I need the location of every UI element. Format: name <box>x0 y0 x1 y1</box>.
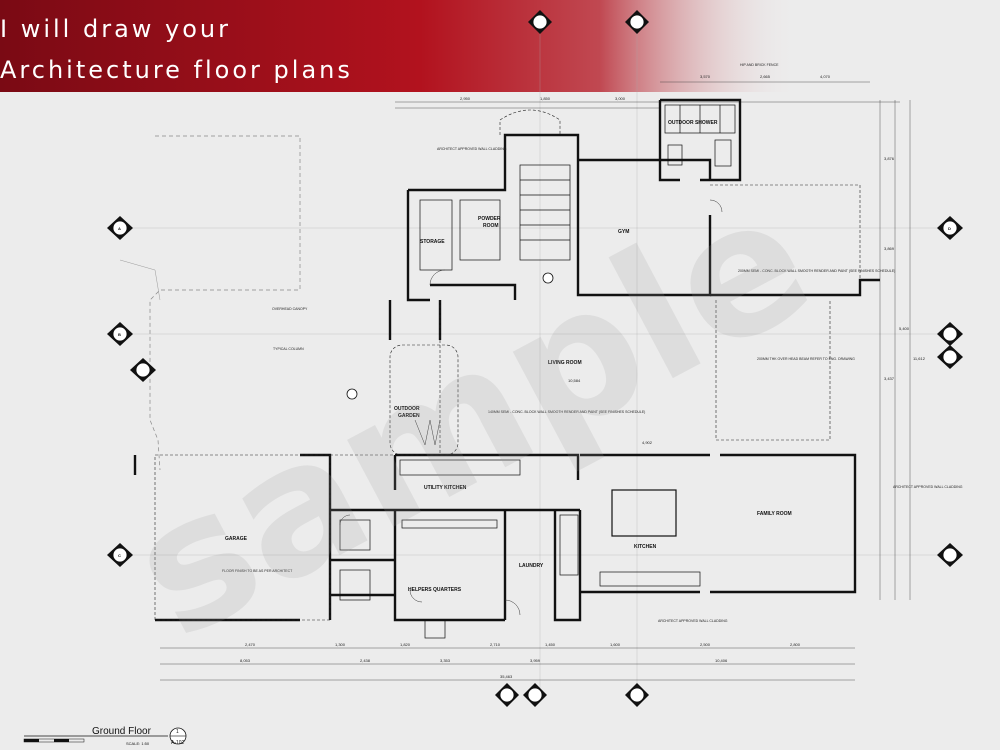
driveway-line <box>119 259 161 301</box>
dim-bottom2-5: 10,406 <box>715 658 728 663</box>
room-gym: GYM <box>618 229 629 235</box>
dim-living-width: 10,584 <box>568 378 581 383</box>
marker-label-c: C <box>118 553 121 558</box>
note-column: TYPICAL COLUMN <box>273 347 304 351</box>
dim-bottom-4: 2,710 <box>490 642 501 647</box>
dim-top-4: 3,570 <box>700 74 711 79</box>
grid-lines <box>110 28 960 700</box>
room-outdoor-garden-1: OUTDOOR <box>394 406 420 412</box>
door-swings <box>339 199 723 616</box>
dim-bottom2-3: 3,353 <box>440 658 451 663</box>
note-cladding-right: ARCHITECT APPROVED WALL CLADDING <box>893 485 963 489</box>
note-overhead-canopy: OVERHEAD CANOPY <box>272 307 308 311</box>
section-marker-right-2 <box>937 322 963 346</box>
dim-bottom2-4: 3,959 <box>530 658 541 663</box>
dim-right-1: 3,876 <box>884 156 895 161</box>
room-utility-kitchen: UTILITY KITCHEN <box>424 485 467 491</box>
dim-bottom-5: 1,450 <box>545 642 556 647</box>
dim-bottom-3: 1,820 <box>400 642 411 647</box>
dim-right-2: 3,869 <box>884 246 895 251</box>
room-family-room: FAMILY ROOM <box>757 511 792 517</box>
dim-bottom-8: 2,800 <box>790 642 801 647</box>
dim-bottom2-1: 8,053 <box>240 658 251 663</box>
section-marker-top-2 <box>625 10 649 34</box>
right-dimension-lines <box>879 100 911 600</box>
dim-right-4: 5,400 <box>899 326 910 331</box>
room-powder-2: ROOM <box>483 223 499 229</box>
section-marker-right-3 <box>937 345 963 369</box>
dim-right-5: 11,612 <box>913 356 926 361</box>
dim-right-3: 3,437 <box>884 376 895 381</box>
title-scale: SCALE: 1:50 <box>126 741 150 746</box>
note-cladding-bottom: ARCHITECT APPROVED WALL CLADDING <box>658 619 728 623</box>
title-block <box>23 727 187 745</box>
site-outline <box>149 135 301 471</box>
room-laundry: LAUNDRY <box>519 563 544 569</box>
title-sheet: A-102 <box>171 740 185 746</box>
section-marker-bottom-1 <box>495 683 519 707</box>
watermark: sample <box>100 152 842 679</box>
dim-bottom-6: 1,600 <box>610 642 621 647</box>
note-block-wall-140: 140MM SEMI - CONC. BLOCK WALL SMOOTH REN… <box>488 410 645 414</box>
section-marker-left-4 <box>130 358 156 382</box>
room-garage: GARAGE <box>225 536 248 542</box>
header-line-2: Architecture floor plans <box>0 56 353 84</box>
marker-label-b: B <box>118 332 121 337</box>
dim-top-6: 4,070 <box>820 74 831 79</box>
section-markers <box>107 10 963 707</box>
dim-bottom-2: 1,300 <box>335 642 346 647</box>
section-marker-right-1 <box>937 216 963 240</box>
top-dimension-lines <box>395 81 900 109</box>
note-wall-cladding: ARCHITECT APPROVED WALL CLADDING <box>437 147 507 151</box>
dim-overall: 35,463 <box>500 674 513 679</box>
dim-bottom2-2: 2,438 <box>360 658 371 663</box>
dashed-projections <box>154 109 861 621</box>
room-outdoor-garden-2: GARDEN <box>398 413 420 419</box>
section-marker-bottom-2 <box>523 683 547 707</box>
room-storage: STORAGE <box>420 239 445 245</box>
note-block-wall: 200MM SEMI - CONC. BLOCK WALL SMOOTH REN… <box>738 269 895 273</box>
marker-label-a: A <box>118 226 121 231</box>
dim-bottom-7: 2,500 <box>700 642 711 647</box>
section-marker-left-2 <box>107 322 133 346</box>
section-marker-right-4 <box>937 543 963 567</box>
dim-top-2: 1,850 <box>540 96 551 101</box>
title-number: 1 <box>176 729 179 735</box>
room-outdoor-shower: OUTDOOR SHOWER <box>668 120 718 126</box>
room-living-room: LIVING ROOM <box>548 360 582 366</box>
interior-lines <box>339 104 736 639</box>
dim-bottom-1: 2,470 <box>245 642 256 647</box>
title-ground-floor: Ground Floor <box>92 726 152 737</box>
note-floor-finish: FLOOR FINISH TO BE AS PER ARCHITECT <box>222 569 293 573</box>
section-marker-top-1 <box>528 10 552 34</box>
dim-top-1: 2,950 <box>460 96 471 101</box>
room-powder-1: POWDER <box>478 216 501 222</box>
section-marker-left-3 <box>107 543 133 567</box>
bottom-dimension-lines <box>160 647 855 681</box>
room-helpers-quarters: HELPERS QUARTERS <box>408 587 462 593</box>
section-marker-bottom-3 <box>625 683 649 707</box>
header-line-1: I will draw your <box>0 15 231 43</box>
dim-top-3: 3,000 <box>615 96 626 101</box>
section-marker-grid-b <box>346 388 358 400</box>
room-kitchen: KITCHEN <box>634 544 657 550</box>
section-marker-grid-c <box>542 272 554 284</box>
note-hip-fence: HIP AND BRICK FENCE <box>740 63 779 67</box>
dim-kitchen-width: 4,902 <box>642 440 653 445</box>
dim-top-5: 2,665 <box>760 74 771 79</box>
section-marker-left-1 <box>107 216 133 240</box>
marker-label-d: D <box>948 226 951 231</box>
note-beam: 200MM THK OVER HEAD BEAM REFER TO ENG. D… <box>757 357 855 361</box>
